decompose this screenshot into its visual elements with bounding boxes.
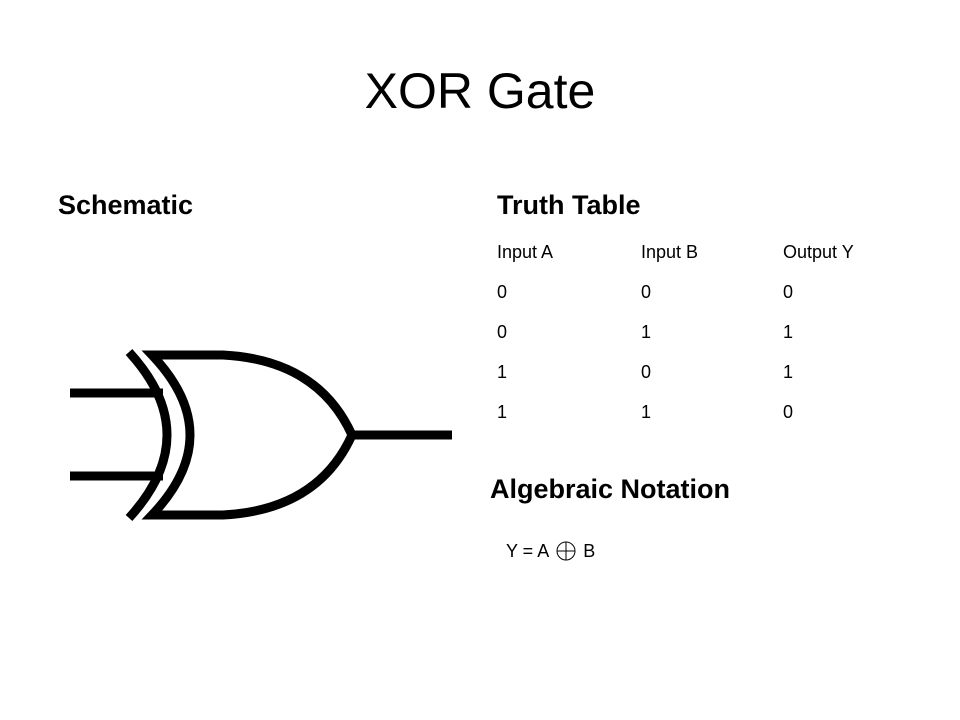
column-header-output-y: Output Y [783,242,854,262]
table-cell: 0 [497,322,508,342]
table-cell: 1 [641,322,652,342]
slide-title: XOR Gate [364,63,596,119]
equation-rhs: B [583,541,596,561]
column-header-input-b: Input B [641,242,699,262]
table-cell: 0 [641,362,652,382]
circled-plus-icon [556,541,576,561]
table-row: 1 1 0 [497,392,927,432]
table-row: 0 1 1 [497,312,927,352]
table-cell: 0 [783,282,794,302]
algebraic-notation-heading: Algebraic Notation [490,474,731,504]
or-gate-body [141,350,357,520]
algebraic-equation: Y = A B [506,537,595,565]
table-cell: 1 [497,402,508,422]
table-cell: 0 [497,282,508,302]
table-row: 1 0 1 [497,352,927,392]
truth-table: Input A Input B Output Y 0 0 0 0 1 1 1 0… [497,232,927,432]
xor-extra-curve [125,348,172,522]
table-cell: 0 [641,282,652,302]
truth-table-header: Input A Input B Output Y [497,232,927,272]
table-cell: 1 [641,402,652,422]
equation-lhs: Y = A [506,541,550,561]
table-cell: 1 [783,322,794,342]
column-header-input-a: Input A [497,242,554,262]
schematic-heading: Schematic [58,190,194,220]
table-cell: 1 [497,362,508,382]
truth-table-heading: Truth Table [497,190,641,220]
table-cell: 1 [783,362,794,382]
table-row: 0 0 0 [497,272,927,312]
table-cell: 0 [783,402,794,422]
